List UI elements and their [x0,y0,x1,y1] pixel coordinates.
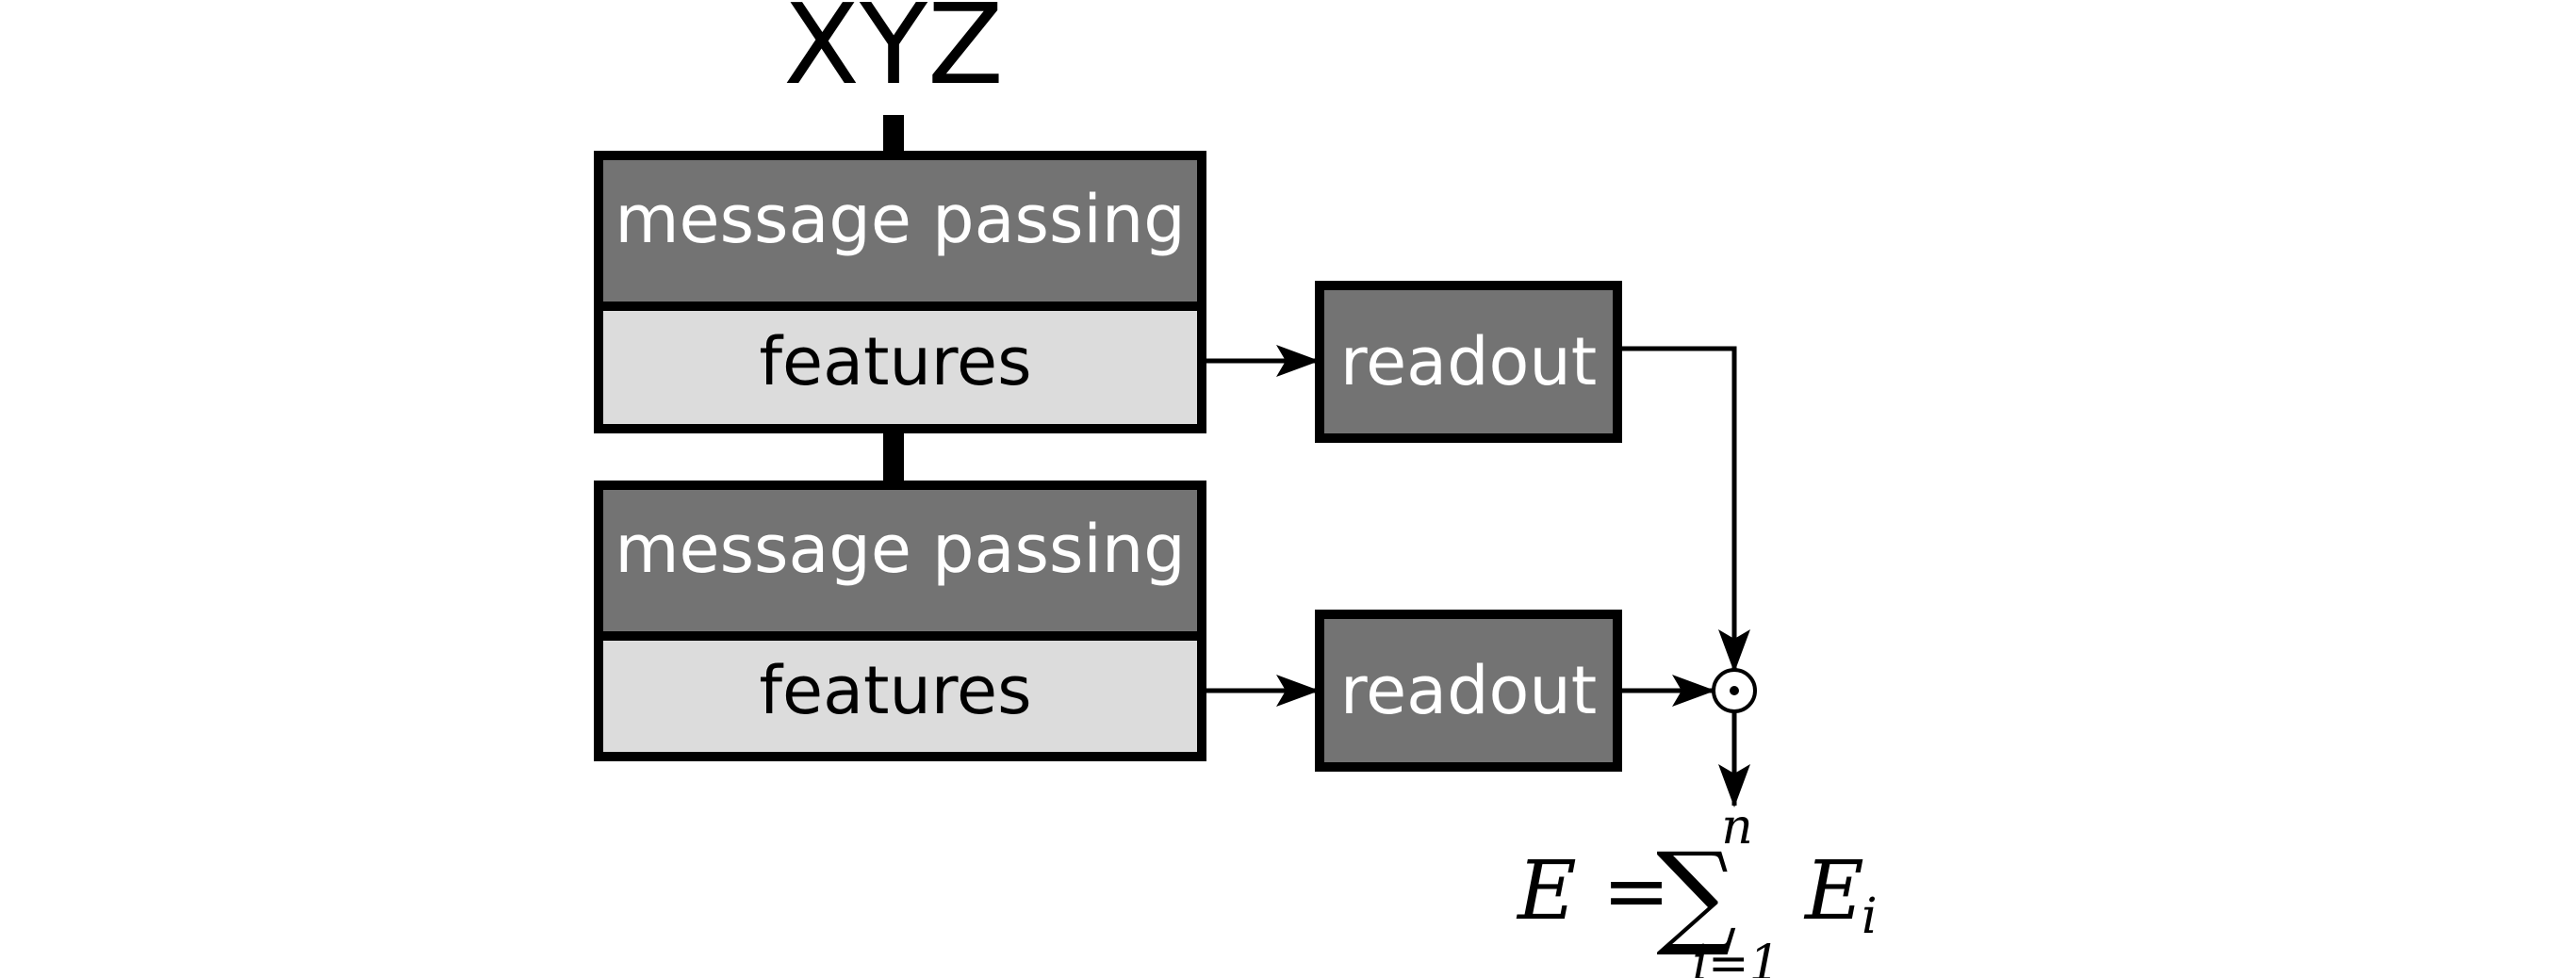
readout-2: readout [1315,610,1622,772]
message-passing-box-1 [594,151,1206,311]
interaction-block-2: message passing features [594,481,1206,761]
formula-lhs: E [1516,844,1577,938]
readout-box-1 [1315,281,1622,443]
input-label: XYZ [783,0,1004,109]
readout-label-1: readout [1340,323,1597,400]
interaction-block-1: message passing features [594,151,1206,433]
arrow-readout-1-to-aggregator [1617,346,1750,673]
formula-term-subscript: i [1862,888,1878,945]
formula-term: E [1803,844,1864,938]
aggregator-dot [1730,686,1739,695]
readout-box-2 [1315,610,1622,772]
readout-1: readout [1315,281,1622,443]
formula-upper-limit: n [1721,799,1753,856]
features-label-2: features [759,652,1031,729]
aggregator-node [1712,668,1757,713]
features-box-1 [594,302,1206,433]
formula-sum-symbol: ∑ [1656,829,1737,960]
readout-label-2: readout [1340,652,1597,729]
formula-lower-limit: i=1 [1692,936,1780,978]
formula-equals: = [1602,844,1670,938]
energy-formula: E = ∑ n i=1 E i [1516,799,1878,978]
message-passing-label-1: message passing [615,181,1185,258]
message-passing-label-2: message passing [615,511,1185,588]
message-passing-box-2 [594,481,1206,641]
features-label-1: features [759,323,1031,400]
features-box-2 [594,631,1206,761]
